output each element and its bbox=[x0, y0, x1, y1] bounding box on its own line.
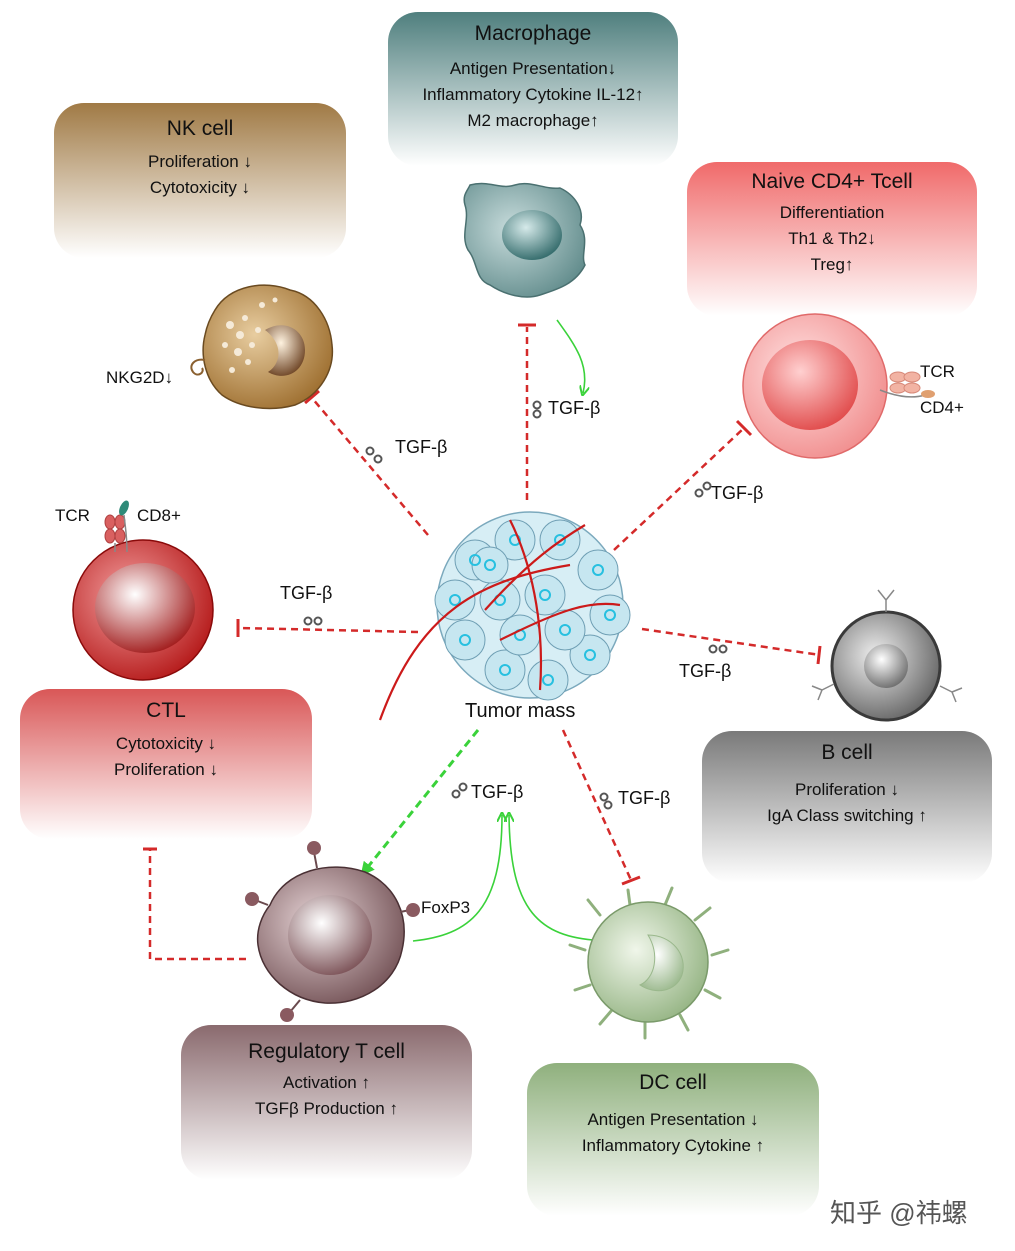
macrophage-line-1: Antigen Presentation↓ bbox=[449, 59, 617, 78]
cd4-tcr-label: TCR bbox=[920, 362, 955, 381]
nk-cell-info: NK cell Proliferation ↓ Cytotoxicity ↓ bbox=[54, 103, 346, 201]
treg-line-2: TGFβ Production ↑ bbox=[255, 1099, 398, 1118]
tgf-label-treg: TGF-β bbox=[471, 782, 524, 802]
cd4-label: CD4+ bbox=[920, 398, 964, 417]
watermark: 知乎 @祎螺 bbox=[830, 1198, 968, 1228]
inhibit-line-nk bbox=[311, 397, 429, 536]
macrophage-line-3: M2 macrophage↑ bbox=[467, 111, 599, 130]
tgf-label-bcell: TGF-β bbox=[679, 661, 732, 681]
dc-cell-line-2: Inflammatory Cytokine ↑ bbox=[581, 1136, 765, 1155]
macrophage-cell bbox=[463, 182, 586, 298]
nk-cell-line-1: Proliferation ↓ bbox=[148, 152, 252, 171]
ctl-tcr-label: TCR bbox=[55, 506, 90, 525]
nk-cell-box bbox=[54, 103, 346, 258]
treg-cell bbox=[245, 841, 420, 1022]
ctl-line-2: Proliferation ↓ bbox=[114, 760, 218, 779]
promote-arrow-macrophage bbox=[556, 319, 585, 393]
cd8-label: CD8+ bbox=[137, 506, 181, 525]
tumor-mass-cluster bbox=[378, 511, 631, 721]
tgf-label-cd4: TGF-β bbox=[711, 483, 764, 503]
ctl-box bbox=[20, 689, 312, 839]
nk-cell-line-2: Cytotoxicity ↓ bbox=[149, 178, 251, 197]
inhibit-line-treg-ctl bbox=[148, 850, 246, 961]
inhibit-line-bcell bbox=[641, 627, 821, 657]
naive-cd4-box bbox=[687, 162, 977, 316]
nk-cell bbox=[190, 284, 334, 410]
b-cell-line-1: Proliferation ↓ bbox=[795, 780, 899, 799]
macrophage-box bbox=[388, 12, 678, 166]
naive-cd4-info: Naive CD4+ Tcell Differentiation Th1 & T… bbox=[687, 162, 977, 278]
ctl-line-1: Cytotoxicity ↓ bbox=[115, 734, 217, 753]
inhibit-line-cd4 bbox=[613, 427, 745, 551]
foxp3-label: FoxP3 bbox=[421, 898, 471, 917]
dc-cell bbox=[568, 886, 730, 1040]
tgf-label-ctl: TGF-β bbox=[280, 583, 333, 603]
b-cell-box bbox=[702, 731, 992, 883]
treg-box bbox=[181, 1025, 472, 1180]
nk-cell-title: NK cell bbox=[166, 117, 234, 140]
macrophage-line-2: Inflammatory Cytokine IL-12↑ bbox=[422, 85, 644, 104]
naive-cd4-line-2: Th1 & Th2↓ bbox=[788, 229, 876, 248]
inhibit-bar-dc bbox=[621, 875, 641, 886]
dc-cell-box bbox=[527, 1063, 819, 1216]
dc-cell-title: DC cell bbox=[639, 1071, 707, 1094]
tgf-label-dc: TGF-β bbox=[618, 788, 671, 808]
naive-cd4-line-3: Treg↑ bbox=[810, 255, 854, 274]
promote-arrow-dc-tgf bbox=[509, 815, 594, 941]
promote-arrow-treg-tgf bbox=[412, 815, 502, 942]
macrophage-info: Macrophage Antigen Presentation↓ Inflamm… bbox=[388, 12, 678, 134]
tgf-label-macrophage: TGF-β bbox=[548, 398, 601, 418]
inhibit-line-dc bbox=[561, 729, 633, 881]
dc-cell-info: DC cell Antigen Presentation ↓ Inflammat… bbox=[527, 1063, 819, 1159]
treg-title: Regulatory T cell bbox=[248, 1040, 405, 1063]
inhibit-bar-cd4 bbox=[735, 419, 753, 437]
inhibit-bar-nk bbox=[304, 389, 320, 405]
tgf-label-nk: TGF-β bbox=[395, 437, 448, 457]
inhibit-line-ctl bbox=[239, 626, 419, 634]
tgf-dimer-icons bbox=[303, 400, 728, 810]
dc-cell-line-1: Antigen Presentation ↓ bbox=[587, 1110, 759, 1129]
treg-info: Regulatory T cell Activation ↑ TGFβ Prod… bbox=[181, 1025, 472, 1122]
nkg2d-label: NKG2D↓ bbox=[106, 368, 174, 387]
b-cell-title: B cell bbox=[821, 741, 873, 764]
inhibit-bar-bcell bbox=[816, 645, 822, 665]
naive-cd4-cell bbox=[742, 313, 935, 459]
naive-cd4-line-1: Differentiation bbox=[779, 203, 885, 222]
tumor-mass-label: Tumor mass bbox=[465, 700, 576, 722]
ctl-title: CTL bbox=[146, 699, 186, 722]
b-cell-info: B cell Proliferation ↓ IgA Class switchi… bbox=[702, 731, 992, 829]
naive-cd4-title: Naive CD4+ Tcell bbox=[751, 170, 913, 193]
ctl-cell bbox=[72, 500, 214, 681]
ctl-info: CTL Cytotoxicity ↓ Proliferation ↓ bbox=[20, 689, 312, 783]
macrophage-title: Macrophage bbox=[474, 22, 592, 45]
promote-arrow-tumor-treg bbox=[360, 729, 480, 877]
b-cell-line-2: IgA Class switching ↑ bbox=[767, 806, 927, 825]
treg-line-1: Activation ↑ bbox=[283, 1073, 370, 1092]
b-cell bbox=[811, 589, 963, 722]
